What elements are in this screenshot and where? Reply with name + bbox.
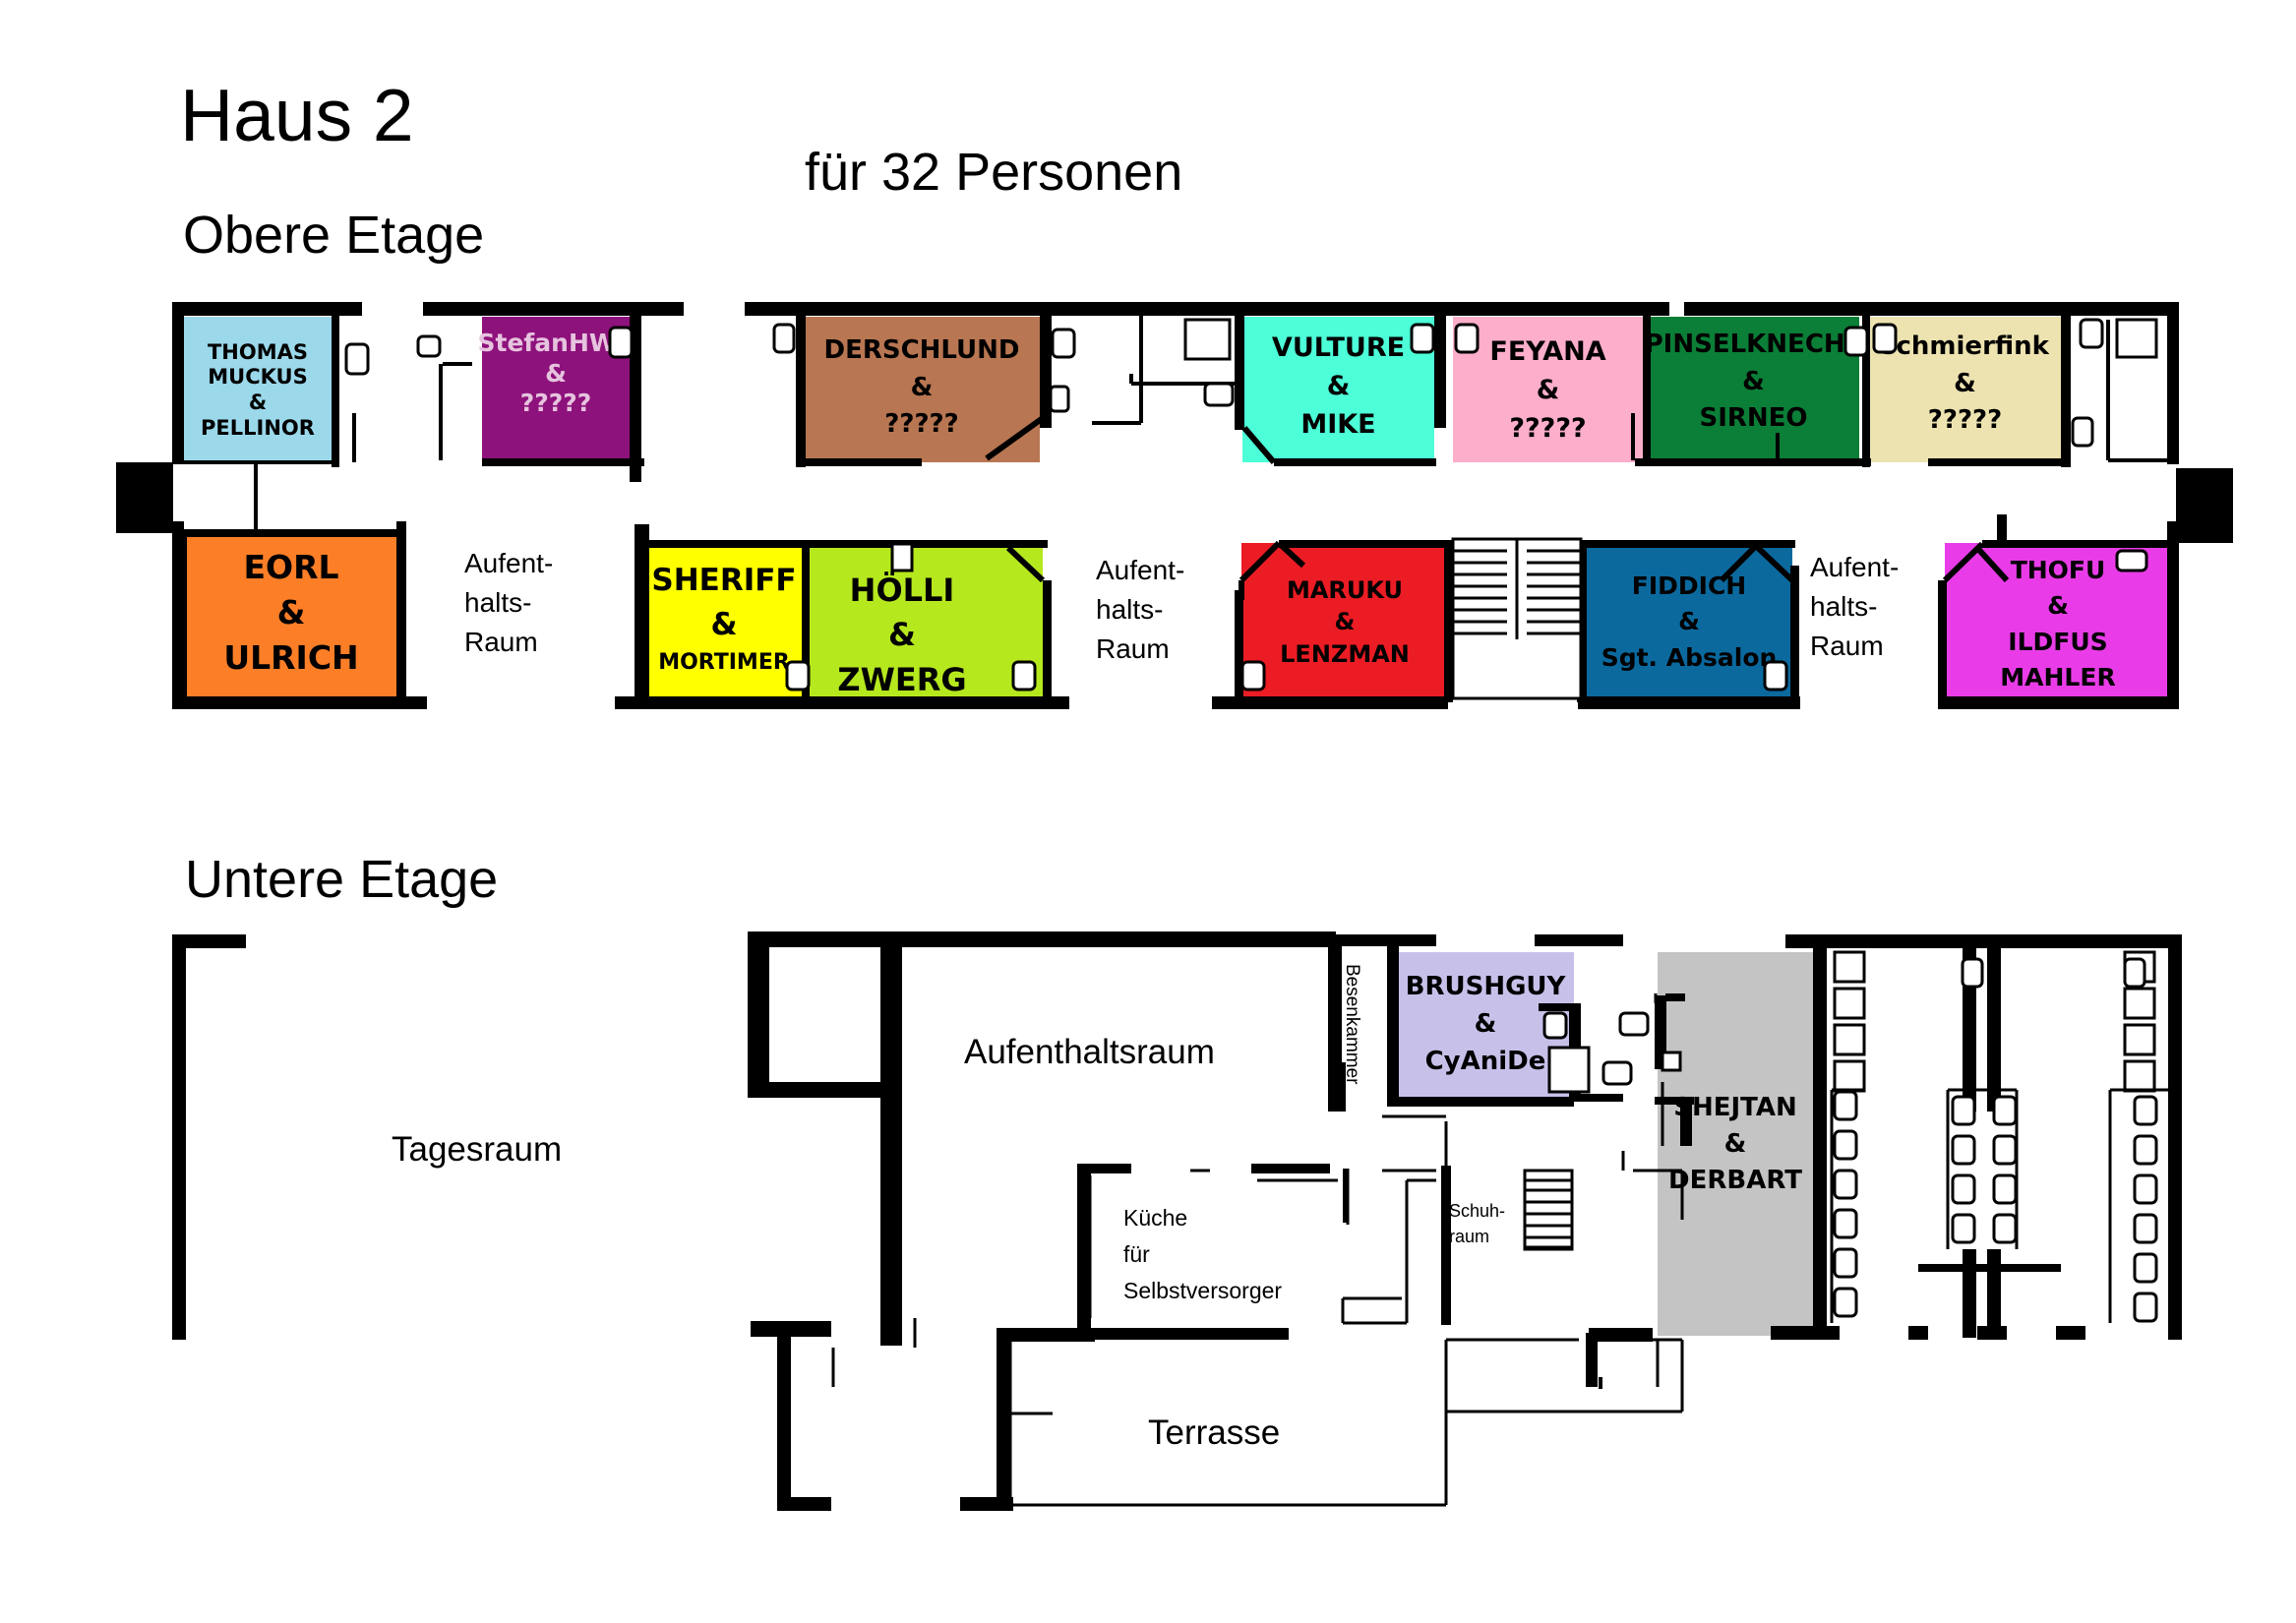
room-stefanhws[interactable]: StefanHWS & ????? [478, 317, 634, 462]
upper-floor-label: Obere Etage [183, 206, 485, 265]
room-brushguy-cyanide[interactable]: BRUSHGUY & CyAniDe [1397, 952, 1574, 1098]
room-derschlund[interactable]: DERSCHLUND & ????? [804, 317, 1040, 462]
room-pinselknecht-sirneo[interactable]: PINSELKNECHT & SIRNEO [1645, 317, 1862, 462]
room-thomas-muckus-pellinor[interactable]: THOMAS MUCKUS & PELLINOR [184, 317, 332, 464]
common-room-1-label: Aufent- halts- Raum [464, 548, 554, 657]
aufenthaltsraum-label: Aufenthaltsraum [964, 1033, 1215, 1071]
room-sheriff-mortimer[interactable]: SHERIFF & MORTIMER [644, 543, 804, 696]
schuhraum-label: Schuh- raum [1449, 1201, 1506, 1247]
room-schmierfink[interactable]: schmierfink & ????? [1869, 317, 2061, 462]
room-feyana[interactable]: FEYANA & ????? [1453, 317, 1643, 462]
room-vulture-mike[interactable]: VULTURE & MIKE [1242, 317, 1434, 462]
room-maruku-lenzman[interactable]: MARUKU & LENZMAN [1241, 543, 1448, 696]
room-eorl-ulrich[interactable]: EORL & ULRICH [184, 529, 398, 696]
besenkammer-label: Besenkammer [1342, 964, 1362, 1085]
common-room-3-label: Aufent- halts- Raum [1810, 552, 1900, 661]
tagesraum-label: Tagesraum [392, 1130, 563, 1169]
lower-floor-label: Untere Etage [185, 850, 499, 909]
page-title: Haus 2 [180, 74, 414, 156]
kueche-label: Küche für Selbstversorger [1123, 1205, 1283, 1303]
room-hoelli-zwerg[interactable]: HÖLLI & ZWERG [809, 543, 1043, 698]
terrasse-label: Terrasse [1148, 1413, 1281, 1452]
room-fiddich-sgt-absalon[interactable]: FIDDICH & Sgt. Absalon [1586, 543, 1792, 696]
common-room-2-label: Aufent- halts- Raum [1096, 555, 1185, 664]
capacity-subtitle: für 32 Personen [805, 143, 1183, 202]
